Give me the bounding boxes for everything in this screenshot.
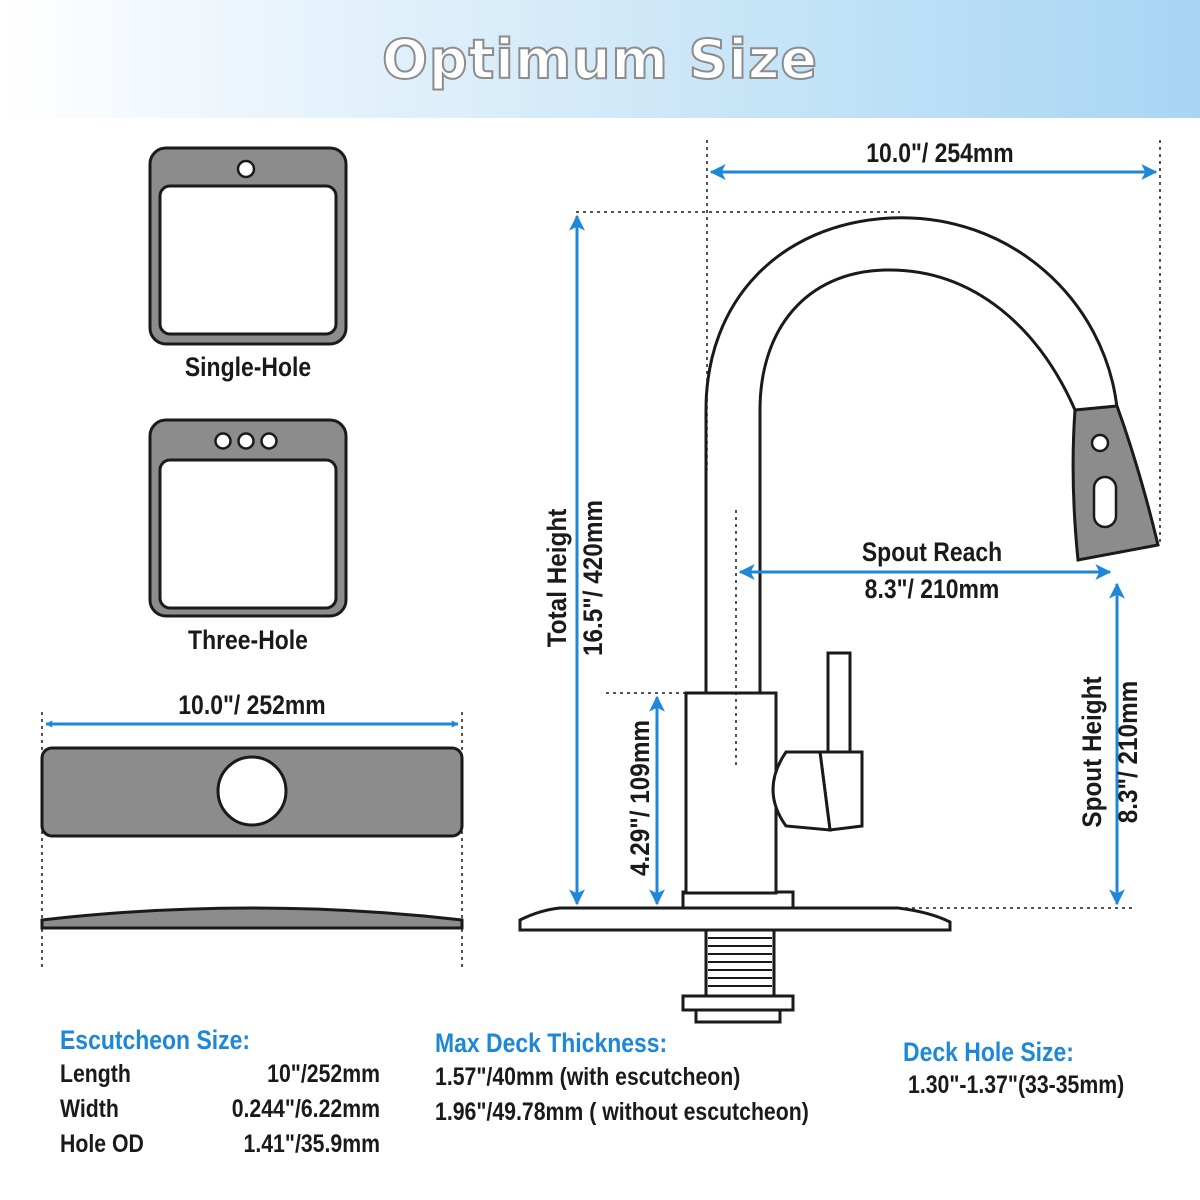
faucet-width-label: 10.0"/ 254mm bbox=[866, 138, 1014, 168]
spout-height-value: 8.3"/ 210mm bbox=[1113, 680, 1143, 824]
faucet-icon bbox=[518, 216, 1160, 1024]
single-hole-label: Single-Hole bbox=[184, 352, 312, 382]
title-banner bbox=[0, 0, 1200, 118]
spout-reach-value: 8.3"/ 210mm bbox=[864, 574, 1000, 604]
escutcheon-hole-label: Hole OD bbox=[60, 1130, 144, 1158]
escutcheon-width-spec-label: Width bbox=[60, 1095, 119, 1123]
escutcheon-length-value: 10"/252mm bbox=[267, 1060, 380, 1088]
deck-hole-heading: Deck Hole Size: bbox=[903, 1037, 1074, 1067]
escutcheon-width-guides bbox=[41, 712, 463, 970]
total-height-title: Total Height bbox=[542, 508, 572, 648]
escutcheon-plate-icon bbox=[40, 746, 464, 838]
escutcheon-side-icon bbox=[40, 906, 464, 930]
deck-thickness-with: 1.57"/40mm (with escutcheon) bbox=[435, 1063, 741, 1091]
faucet-guides bbox=[576, 140, 1161, 909]
deck-thickness-without: 1.96"/49.78mm ( without escutcheon) bbox=[435, 1098, 809, 1126]
escutcheon-length-label: Length bbox=[60, 1060, 131, 1088]
page-title: Optimum Size bbox=[381, 27, 819, 92]
deck-hole-value: 1.30"-1.37"(33-35mm) bbox=[908, 1071, 1125, 1099]
three-hole-sink-icon bbox=[148, 418, 348, 618]
total-height-label: Total Height 16.5"/ 420mm bbox=[539, 398, 611, 758]
escutcheon-hole-value: 1.41"/35.9mm bbox=[243, 1130, 380, 1158]
escutcheon-width-spec-value: 0.244"/6.22mm bbox=[231, 1095, 380, 1123]
deck-thickness-heading: Max Deck Thickness: bbox=[435, 1028, 668, 1058]
escutcheon-width-label: 10.0"/ 252mm bbox=[178, 690, 326, 720]
three-hole-label: Three-Hole bbox=[188, 625, 308, 655]
base-height-label: 4.29"/ 109mm bbox=[625, 719, 655, 877]
spout-height-title: Spout Height bbox=[1077, 676, 1107, 828]
escutcheon-size-heading: Escutcheon Size: bbox=[60, 1025, 251, 1055]
total-height-value: 16.5"/ 420mm bbox=[578, 499, 608, 657]
single-hole-sink-icon bbox=[148, 146, 348, 346]
spout-reach-title: Spout Reach bbox=[861, 537, 1003, 567]
spout-height-label: Spout Height 8.3"/ 210mm bbox=[1074, 617, 1146, 887]
